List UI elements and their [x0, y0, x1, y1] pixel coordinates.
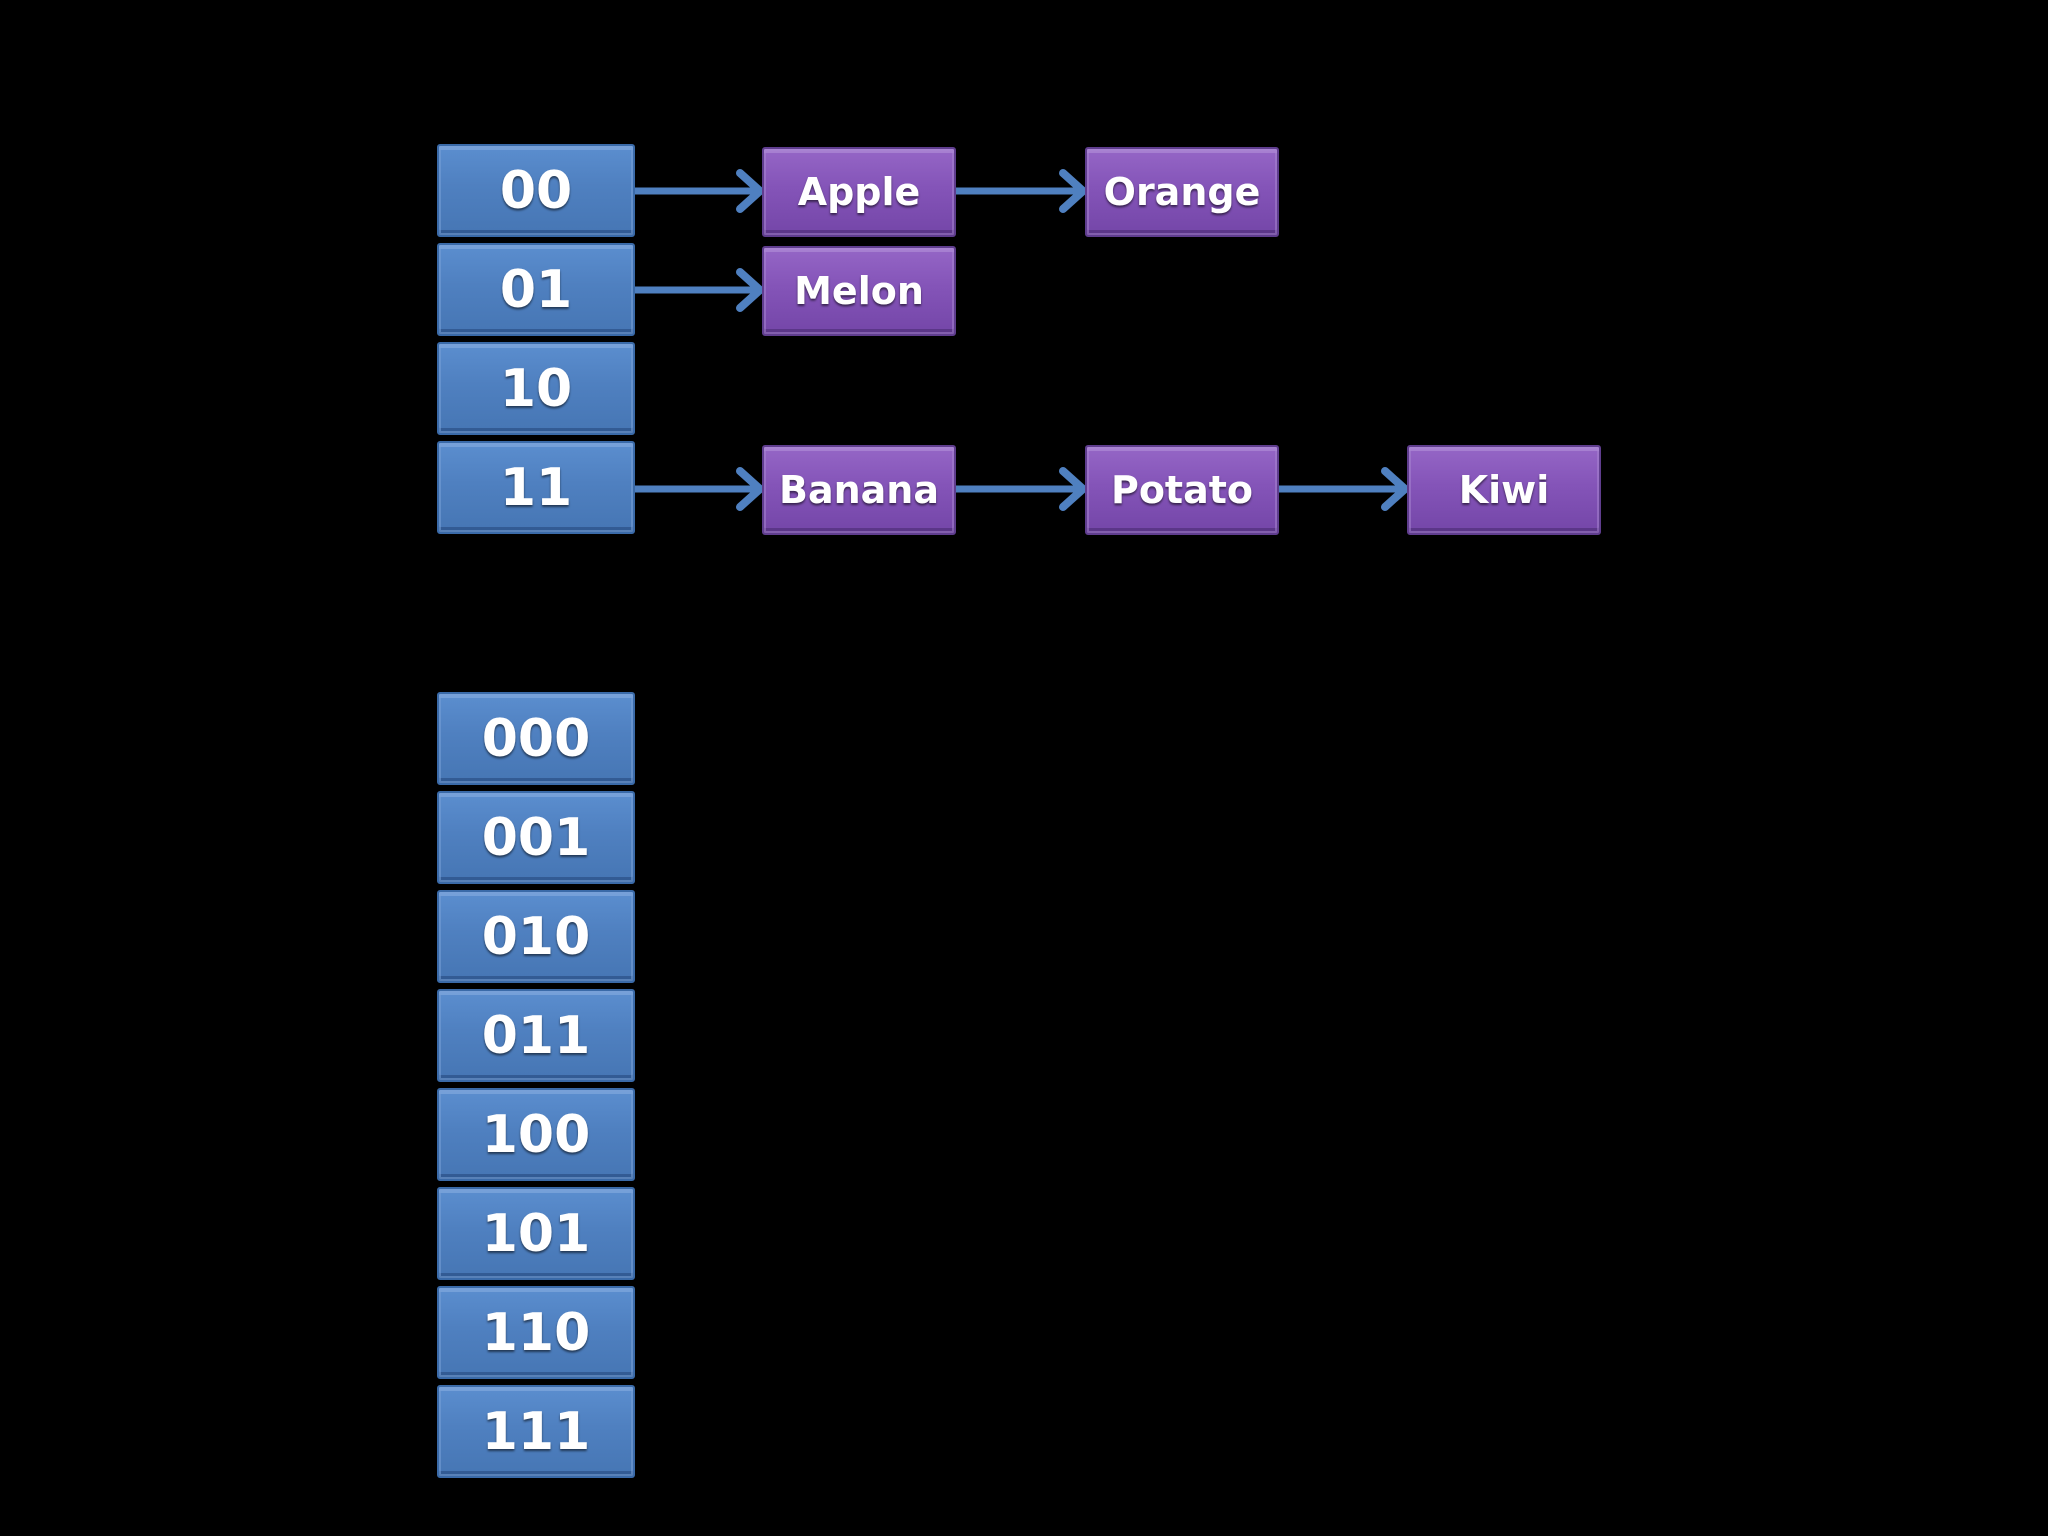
arrow-11-1 — [956, 467, 1087, 511]
bucket-011: 011 — [437, 989, 635, 1082]
chain-item-apple: Apple — [762, 147, 956, 237]
bucket-00: 00 — [437, 144, 635, 237]
bucket-11: 11 — [437, 441, 635, 534]
arrow-11-2 — [1279, 467, 1409, 511]
bucket-001: 001 — [437, 791, 635, 884]
bucket-100: 100 — [437, 1088, 635, 1181]
chain-item-orange: Orange — [1085, 147, 1279, 237]
arrow-00-0 — [635, 169, 764, 213]
bucket-110: 110 — [437, 1286, 635, 1379]
bucket-111: 111 — [437, 1385, 635, 1478]
bucket-010: 010 — [437, 890, 635, 983]
arrow-11-0 — [635, 467, 764, 511]
chain-item-banana: Banana — [762, 445, 956, 535]
arrow-00-1 — [956, 169, 1087, 213]
bucket-101: 101 — [437, 1187, 635, 1280]
arrow-01-0 — [635, 268, 764, 312]
chain-item-melon: Melon — [762, 246, 956, 336]
bucket-10: 10 — [437, 342, 635, 435]
bucket-01: 01 — [437, 243, 635, 336]
chain-item-kiwi: Kiwi — [1407, 445, 1601, 535]
bucket-000: 000 — [437, 692, 635, 785]
chain-item-potato: Potato — [1085, 445, 1279, 535]
